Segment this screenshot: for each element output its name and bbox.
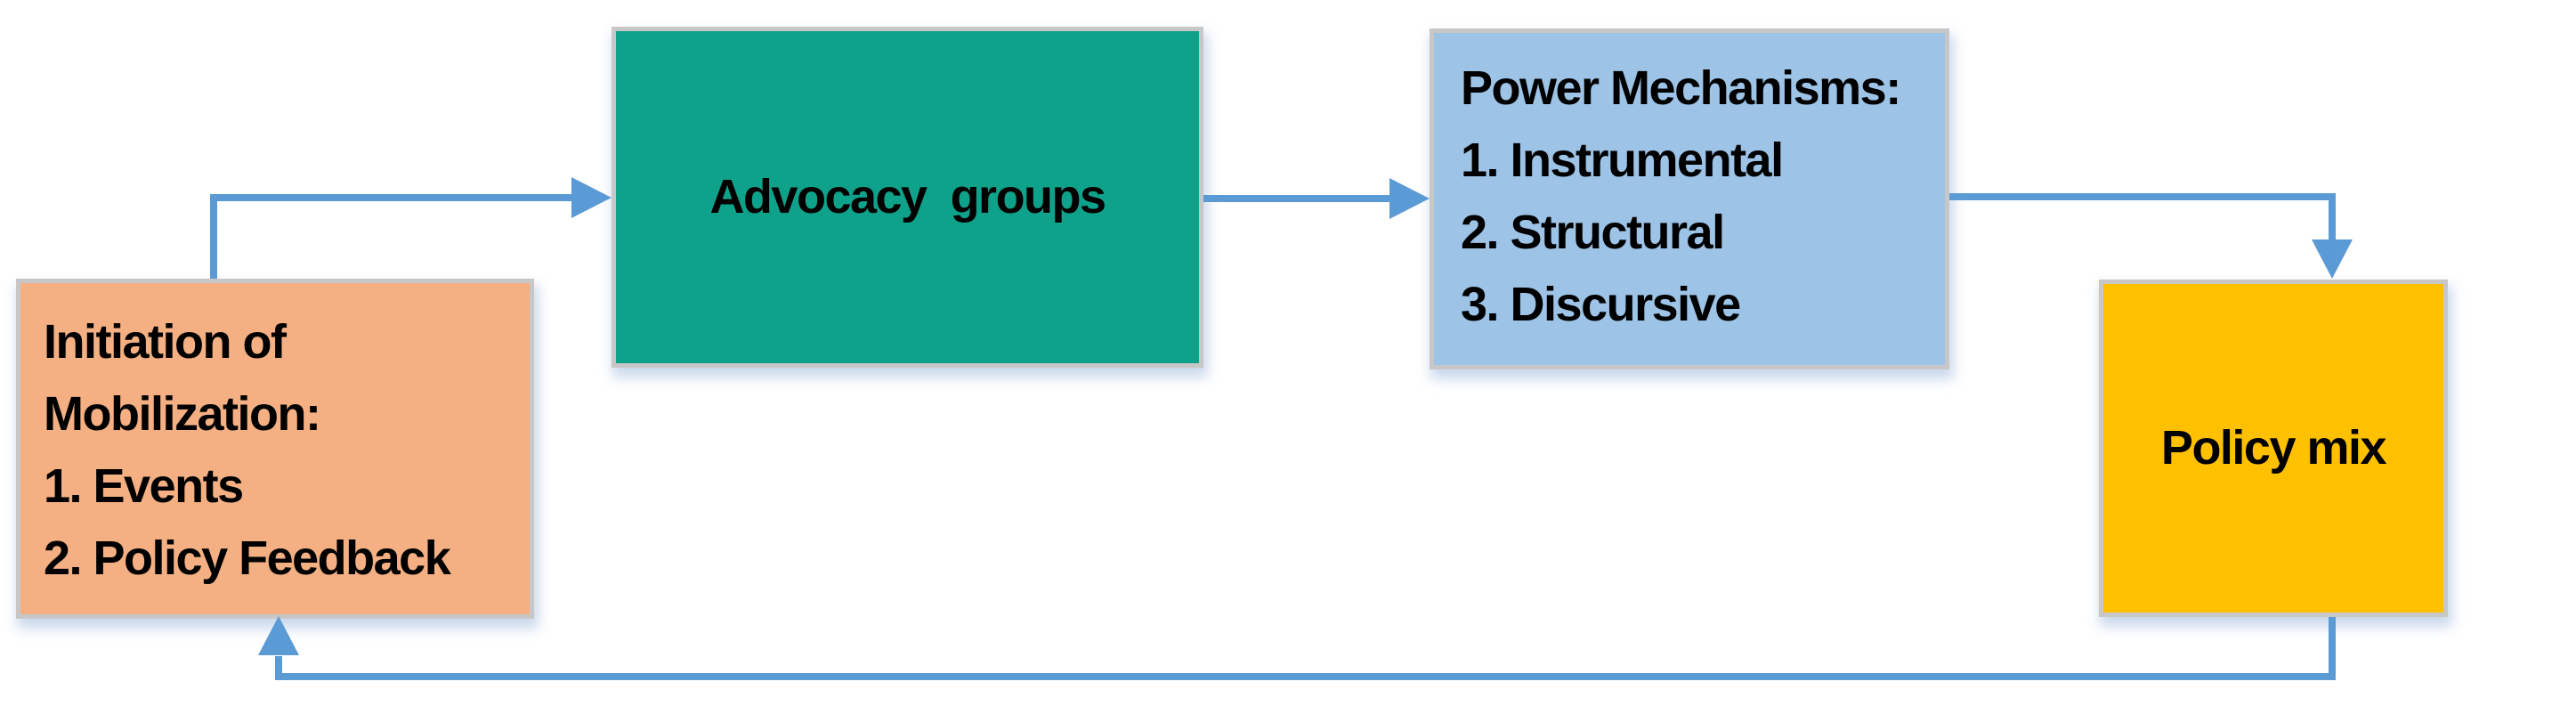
box-line: 3. Discursive xyxy=(1461,278,1741,331)
box-line: 2. Structural xyxy=(1461,206,1725,259)
arrow-advocacy-to-power-arrowhead-icon xyxy=(1389,178,1430,219)
box-policy-mix: Policy mix xyxy=(2099,280,2448,617)
arrow-initiation-to-advocacy-segment-horizontal xyxy=(210,194,573,201)
arrow-power-to-policy-segment-horizontal xyxy=(1949,193,2336,200)
arrow-policy-to-initiation-segment-vertical-left xyxy=(275,656,282,680)
box-advocacy-groups: Advocacy groups xyxy=(612,27,1203,368)
arrow-initiation-to-advocacy-segment-vertical xyxy=(210,194,217,279)
box-line: Initiation of xyxy=(44,315,287,369)
box-label: Policy mix xyxy=(2160,421,2387,475)
arrow-power-to-policy-arrowhead-icon xyxy=(2312,239,2353,279)
box-line: Mobilization: xyxy=(44,387,321,441)
arrow-advocacy-to-power-segment-horizontal xyxy=(1203,195,1391,202)
arrow-initiation-to-advocacy-arrowhead-icon xyxy=(571,177,612,218)
box-initiation-of-mobilization: Initiation of Mobilization: 1. Events 2.… xyxy=(16,279,534,619)
box-line: 2. Policy Feedback xyxy=(44,531,451,585)
arrow-power-to-policy-segment-vertical xyxy=(2329,193,2336,241)
box-label: Advocacy groups xyxy=(709,170,1106,223)
arrow-policy-to-initiation-segment-horizontal xyxy=(275,673,2336,680)
box-line: 1. Events xyxy=(44,459,244,513)
box-text: Power Mechanisms: 1. Instrumental 2. Str… xyxy=(1434,33,1945,341)
box-power-mechanisms: Power Mechanisms: 1. Instrumental 2. Str… xyxy=(1430,28,1949,369)
box-line: 1. Instrumental xyxy=(1461,134,1784,187)
box-line: Power Mechanisms: xyxy=(1461,61,1901,115)
arrow-policy-to-initiation-arrowhead-icon xyxy=(258,616,299,655)
box-text: Initiation of Mobilization: 1. Events 2.… xyxy=(20,283,530,595)
arrow-policy-to-initiation-segment-vertical-right xyxy=(2329,617,2336,680)
